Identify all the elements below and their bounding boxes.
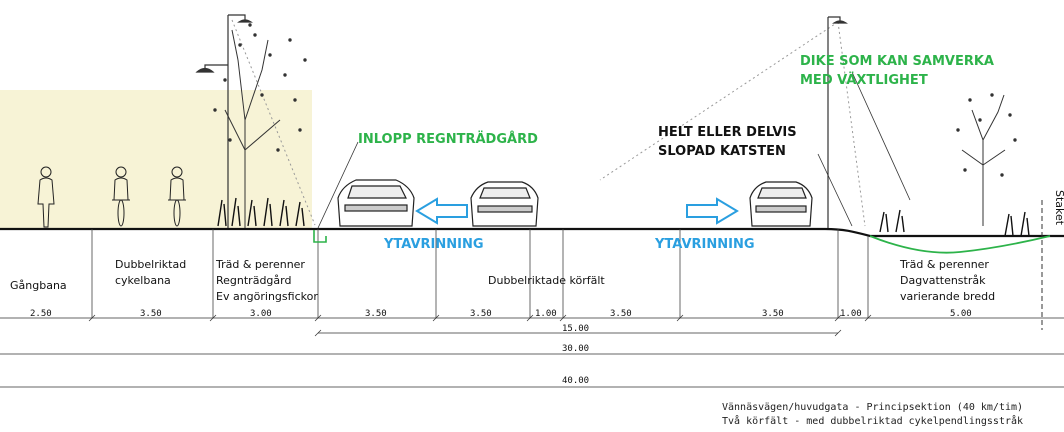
zone-label-cycle-1: Dubbelriktad xyxy=(115,258,186,271)
dim-lane3: 3.50 xyxy=(610,309,632,319)
dim-sidewalk: 2.50 xyxy=(30,309,52,319)
dim-lane2: 3.50 xyxy=(470,309,492,319)
inlet-annotation: INLOPP REGNTRÄDGÅRD xyxy=(358,131,538,147)
curb-annotation-line2: SLOPAD KATSTEN xyxy=(658,144,786,159)
cyclist-icon xyxy=(112,166,130,227)
street-lamp-icon xyxy=(827,16,848,228)
dim-lane4: 3.50 xyxy=(762,309,784,319)
fence-label: Staket xyxy=(1053,190,1064,226)
zone-label-lanes: Dubbelriktade körfält xyxy=(488,274,605,287)
runoff-left-annotation: YTAVRINNING xyxy=(383,237,484,252)
zone-label-planting-right-1: Träd & perenner xyxy=(899,258,989,271)
zone-label-planting-right-2: Dagvattenstråk xyxy=(900,274,986,287)
perennials-icon xyxy=(879,209,1030,237)
zone-label-planting-left-3: Ev angöringsfickor xyxy=(216,290,318,303)
inlet-marker xyxy=(313,230,327,243)
car-icon xyxy=(749,181,813,227)
cyclist-icon xyxy=(168,166,186,227)
perennials-icon xyxy=(217,197,305,227)
lamp-reach-left xyxy=(231,19,316,226)
dimension-row-1 xyxy=(0,314,1064,322)
zone-label-cycle-2: cykelbana xyxy=(115,274,171,287)
curb-leader xyxy=(817,153,853,227)
swale xyxy=(869,235,1051,254)
arrow-right-icon xyxy=(686,197,739,225)
zone-separators xyxy=(91,229,869,318)
dim-carriageway-total: 15.00 xyxy=(562,324,589,334)
lamp-reach-right xyxy=(599,21,866,227)
dim-subtotal: 30.00 xyxy=(562,344,589,354)
highlight-area xyxy=(0,90,312,229)
arrow-left-icon xyxy=(415,197,468,225)
ground-line xyxy=(0,227,1064,238)
dim-cycle: 3.50 xyxy=(140,309,162,319)
street-lamp-icon xyxy=(195,14,253,228)
caption-line1: Vännäsvägen/huvudgata - Principsektion (… xyxy=(722,402,1023,413)
car-icon xyxy=(337,179,415,227)
dim-planting-left: 3.00 xyxy=(250,309,272,319)
ditch-annotation-line2: MED VÄXTLIGHET xyxy=(800,72,928,88)
dim-total: 40.00 xyxy=(562,376,589,386)
inlet-leader xyxy=(317,141,359,229)
zone-label-planting-right-3: varierande bredd xyxy=(900,290,995,303)
dim-verge: 1.00 xyxy=(840,309,862,319)
ditch-annotation-line1: DIKE SOM KAN SAMVERKA xyxy=(800,54,994,69)
zone-label-sidewalk: Gångbana xyxy=(10,279,67,292)
caption-line2: Två körfält - med dubbelriktad cykelpend… xyxy=(722,414,1023,427)
dimension-row-2 xyxy=(314,329,842,337)
dim-lane1: 3.50 xyxy=(365,309,387,319)
dim-median: 1.00 xyxy=(535,309,557,319)
curb-annotation-line1: HELT ELLER DELVIS xyxy=(658,125,797,140)
tree-icon xyxy=(213,23,307,228)
runoff-right-annotation: YTAVRINNING xyxy=(654,237,755,252)
car-icon xyxy=(470,181,539,227)
dim-planting-right: 5.00 xyxy=(950,309,972,319)
zone-label-planting-left-1: Träd & perenner xyxy=(215,258,305,271)
zone-label-planting-left-2: Regnträdgård xyxy=(216,274,291,287)
ditch-leader xyxy=(851,71,911,201)
tree-icon xyxy=(956,93,1017,226)
pedestrian-icon xyxy=(37,166,55,228)
